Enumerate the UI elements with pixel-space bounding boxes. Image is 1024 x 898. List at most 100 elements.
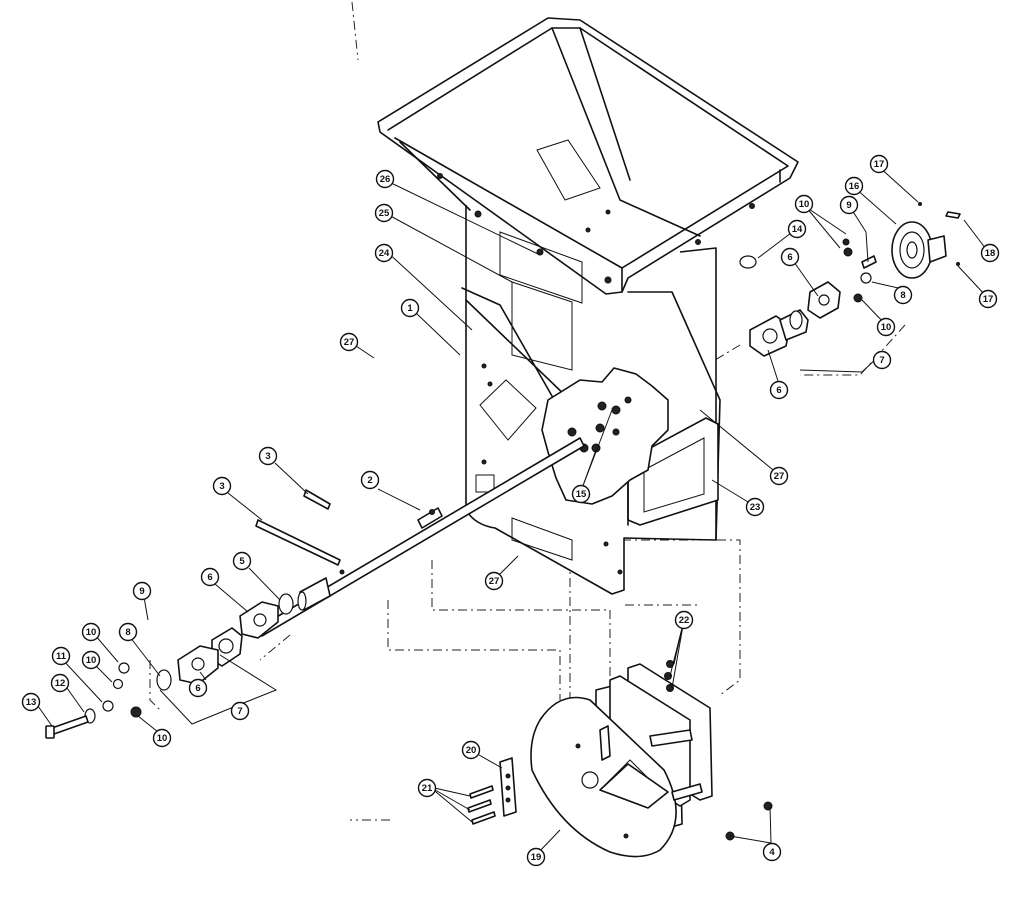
callout-circle [339, 332, 359, 352]
callout-number: 5 [239, 556, 245, 567]
callout-12: 12 [50, 673, 70, 693]
callout-number: 13 [26, 697, 37, 708]
callout-circle [188, 678, 208, 698]
callout-number: 15 [576, 489, 587, 500]
callout-3: 3 [212, 476, 232, 496]
callout-10: 10 [876, 317, 896, 337]
callout-number: 25 [379, 208, 390, 219]
callout-27: 27 [769, 466, 789, 486]
callout-circle [212, 476, 232, 496]
callout-number: 23 [750, 502, 761, 513]
callout-number: 27 [344, 337, 355, 348]
callout-circle [674, 610, 694, 630]
callout-number: 10 [881, 322, 892, 333]
callout-number: 7 [237, 706, 242, 717]
callout-7: 7 [872, 350, 892, 370]
callout-10: 10 [794, 194, 814, 214]
callout-number: 18 [985, 248, 996, 259]
left-bearing-assembly [45, 489, 341, 739]
callout-circle [745, 497, 765, 517]
callout-circle [876, 317, 896, 337]
callout-number: 10 [157, 733, 168, 744]
callout-16: 16 [844, 176, 864, 196]
callout-5: 5 [232, 551, 252, 571]
callout-circle [51, 646, 71, 666]
callout-circle [872, 350, 892, 370]
callout-26: 26 [375, 169, 395, 189]
callout-number: 27 [774, 471, 785, 482]
callout-circle [762, 842, 782, 862]
callout-number: 4 [769, 847, 775, 858]
callout-22: 22 [674, 610, 694, 630]
callout-circle [794, 194, 814, 214]
callout-number: 16 [849, 181, 860, 192]
callout-1: 1 [400, 298, 420, 318]
callout-number: 22 [679, 615, 690, 626]
callout-circle [152, 728, 172, 748]
callout-circle [787, 219, 807, 239]
callout-7: 7 [230, 701, 250, 721]
callout-27: 27 [339, 332, 359, 352]
callout-9: 9 [132, 581, 152, 601]
callout-circle [81, 650, 101, 670]
callout-27: 27 [484, 571, 504, 591]
callout-number: 6 [207, 572, 212, 583]
callout-circle [844, 176, 864, 196]
callout-circle [118, 622, 138, 642]
callout-number: 24 [379, 248, 390, 259]
callout-circle [230, 701, 250, 721]
callout-number: 6 [776, 385, 781, 396]
callout-14: 14 [787, 219, 807, 239]
callout-number: 9 [846, 200, 851, 211]
callout-number: 27 [489, 576, 500, 587]
callout-circle [375, 169, 395, 189]
callout-circle [200, 567, 220, 587]
callout-10: 10 [81, 622, 101, 642]
callout-number: 6 [787, 252, 792, 263]
callout-group: 1233456666778899101010101011121314151617… [21, 154, 1000, 867]
callout-number: 11 [56, 651, 67, 662]
callout-23: 23 [745, 497, 765, 517]
callout-10: 10 [81, 650, 101, 670]
callout-number: 20 [466, 745, 477, 756]
callout-17: 17 [978, 289, 998, 309]
callout-13: 13 [21, 692, 41, 712]
callout-number: 10 [86, 655, 97, 666]
callout-number: 21 [422, 783, 433, 794]
callout-number: 19 [531, 852, 542, 863]
callout-circle [417, 778, 437, 798]
callout-17: 17 [869, 154, 889, 174]
callout-circle [769, 466, 789, 486]
callout-circle [374, 243, 394, 263]
callout-11: 11 [51, 646, 71, 666]
callout-20: 20 [461, 740, 481, 760]
callout-6: 6 [188, 678, 208, 698]
callout-number: 10 [86, 627, 97, 638]
right-bearing-assembly [739, 202, 961, 357]
callout-25: 25 [374, 203, 394, 223]
callout-circle [132, 581, 152, 601]
callout-18: 18 [980, 243, 1000, 263]
callout-number: 8 [125, 627, 130, 638]
callout-circle [980, 243, 1000, 263]
callout-number: 14 [792, 224, 803, 235]
callout-circle [839, 195, 859, 215]
callout-24: 24 [374, 243, 394, 263]
callout-15: 15 [571, 484, 591, 504]
callout-number: 17 [874, 159, 885, 170]
callout-circle [374, 203, 394, 223]
callout-21: 21 [417, 778, 437, 798]
callout-number: 10 [799, 199, 810, 210]
callout-6: 6 [769, 380, 789, 400]
leader-lines [32, 165, 990, 856]
callout-circle [869, 154, 889, 174]
callout-19: 19 [526, 847, 546, 867]
callout-number: 6 [195, 683, 200, 694]
callout-number: 26 [380, 174, 391, 185]
callout-number: 2 [367, 475, 372, 486]
callout-8: 8 [118, 622, 138, 642]
callout-circle [780, 247, 800, 267]
callout-number: 7 [879, 355, 884, 366]
callout-circle [21, 692, 41, 712]
